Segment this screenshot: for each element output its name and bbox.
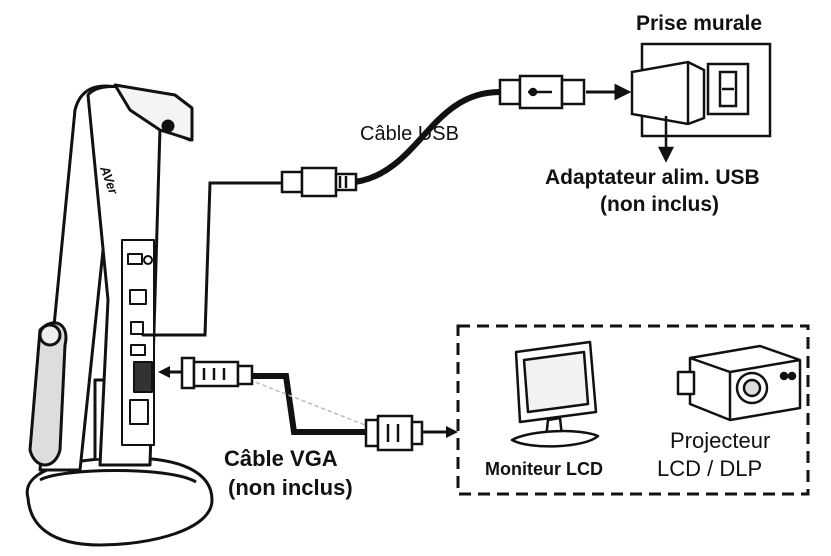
vga-arrow-head xyxy=(158,366,170,378)
usb-cable-wire-to-camera xyxy=(141,181,282,337)
camera-handle xyxy=(28,321,68,467)
usb-cable-label: Câble USB xyxy=(360,123,459,145)
projector-label: Projecteur xyxy=(670,428,771,453)
vga-cable-label: Câble VGA xyxy=(224,446,338,471)
port-5 xyxy=(129,399,149,425)
projector-icon xyxy=(676,344,802,422)
lcd-monitor-label: Moniteur LCD xyxy=(485,459,603,479)
port-2 xyxy=(143,255,153,265)
usb-plug-icon xyxy=(498,74,586,110)
camera-knob xyxy=(38,323,62,347)
usb-cable-wire-to-adapter xyxy=(352,89,503,185)
vga-connector-icon xyxy=(180,356,254,390)
usb-cable xyxy=(141,89,503,337)
vga-cable-note: (non inclus) xyxy=(228,475,353,500)
vga-connector-display-icon xyxy=(364,414,424,452)
projector-type-label: LCD / DLP xyxy=(657,456,763,481)
vga-cable-wire xyxy=(247,373,375,435)
vga-dotted-guide xyxy=(249,379,366,426)
usb-adapter-label: Adaptateur alim. USB xyxy=(545,166,760,189)
port-1 xyxy=(127,253,143,265)
display-devices-box xyxy=(456,324,810,496)
port-4 xyxy=(130,344,146,356)
vga-out-arrow-head xyxy=(446,426,458,438)
port-usb xyxy=(130,321,144,335)
mini-usb-plug-icon xyxy=(280,166,358,198)
arrow-to-adapter xyxy=(586,83,632,101)
wall-outlet-label: Prise murale xyxy=(636,12,763,35)
document-camera xyxy=(25,83,214,547)
camera-lens-icon xyxy=(161,119,175,133)
arrow-to-adapter-label xyxy=(657,116,675,163)
port-vga xyxy=(133,361,153,393)
lcd-monitor-icon xyxy=(510,340,600,448)
camera-base-top xyxy=(39,469,197,484)
port-3 xyxy=(129,289,147,305)
usb-adapter-note: (non inclus) xyxy=(600,193,719,216)
power-adapter-icon xyxy=(630,60,706,126)
